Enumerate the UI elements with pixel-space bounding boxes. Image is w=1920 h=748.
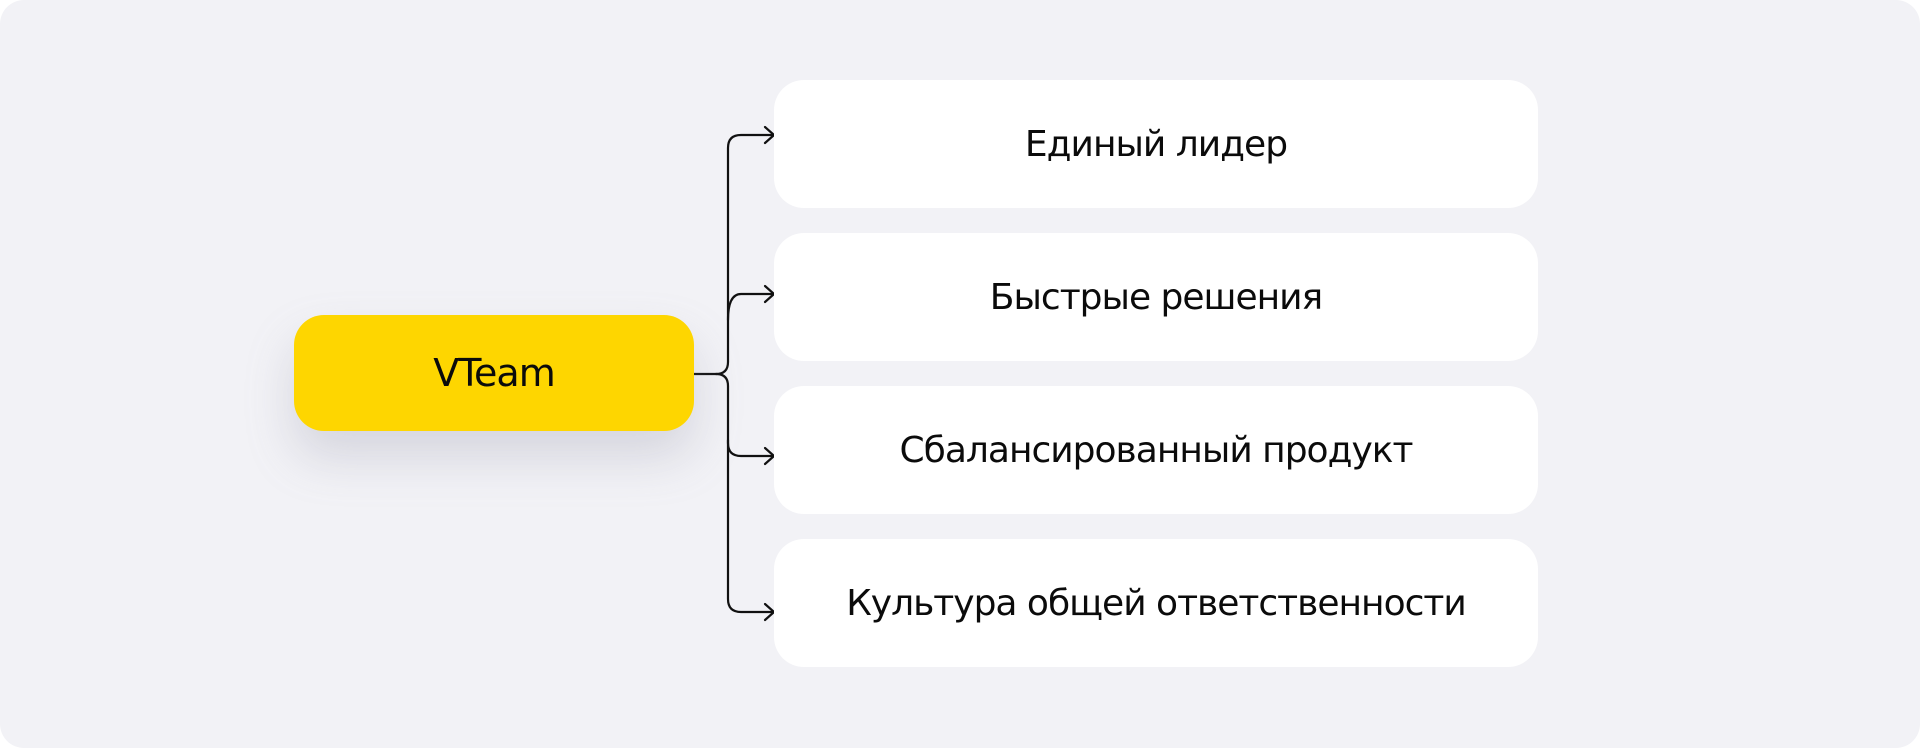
child-node-label: Единый лидер — [1024, 123, 1288, 165]
child-node-4: Культура общей ответственности — [774, 539, 1538, 667]
child-node-label: Культура общей ответственности — [846, 582, 1467, 624]
child-node-label: Быстрые решения — [989, 276, 1323, 318]
connector-to-child-4 — [726, 438, 774, 614]
connector-to-child-2 — [726, 292, 774, 322]
child-node-label: Сбалансированный продукт — [899, 429, 1413, 471]
child-node-2: Быстрые решения — [774, 233, 1538, 361]
child-node-1: Единый лидер — [774, 80, 1538, 208]
root-node-label: VTeam — [433, 351, 555, 395]
connector-to-child-3 — [714, 372, 774, 458]
root-node-vteam: VTeam — [294, 315, 694, 431]
connector-to-child-1 — [714, 133, 774, 376]
child-node-3: Сбалансированный продукт — [774, 386, 1538, 514]
